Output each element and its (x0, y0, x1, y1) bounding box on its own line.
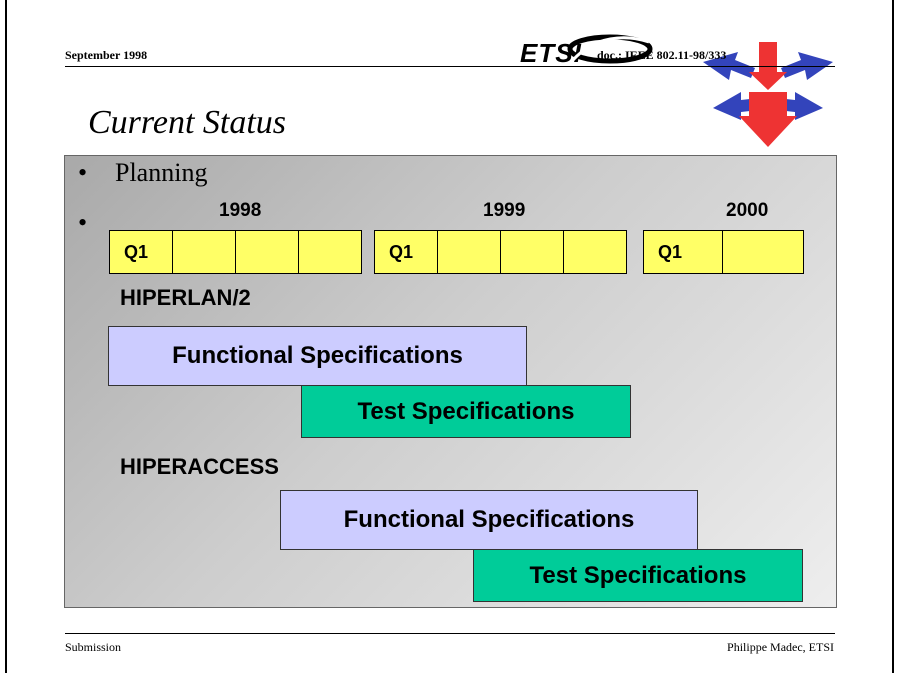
gantt-bar-hiperaccess-functional: Functional Specifications (280, 490, 698, 550)
quarter-cell: Q1 (643, 230, 723, 274)
section-label-hiperaccess: HIPERACCESS (120, 454, 279, 479)
year-label-1999: 1999 (483, 200, 526, 221)
quarter-cell (437, 230, 501, 274)
quarter-cell (563, 230, 627, 274)
gantt-bar-hiperaccess-test: Test Specifications (473, 549, 803, 602)
header-doc-number: doc.: IEEE 802.11-98/333 (597, 48, 727, 62)
slide-border (5, 0, 894, 673)
slide-title: Current Status (88, 104, 287, 141)
footer-author: Philippe Madec, ETSI (727, 640, 834, 654)
bullet-text-planning: Planning (115, 158, 208, 187)
header-rule (65, 66, 835, 67)
footer-rule (65, 633, 835, 634)
bullet-dot-2: • (78, 208, 88, 237)
quarter-cell (235, 230, 299, 274)
gantt-bar-hiperlan2-functional: Functional Specifications (108, 326, 527, 386)
quarter-group-1999: Q1 (374, 230, 627, 274)
quarter-group-1998: Q1 (109, 230, 362, 274)
year-label-2000: 2000 (726, 200, 769, 221)
bullet-dot-1: • (78, 158, 88, 187)
year-label-1998: 1998 (219, 200, 262, 221)
quarter-group-2000: Q1 (643, 230, 804, 274)
content-panel: • Planning • 1998 1999 2000 Q1 Q1 Q1 HIP… (64, 155, 837, 608)
header-date: September 1998 (65, 48, 148, 62)
quarter-cell (500, 230, 564, 274)
quarter-cell (172, 230, 236, 274)
quarter-cell: Q1 (374, 230, 438, 274)
quarter-cell (722, 230, 804, 274)
quarter-cell (298, 230, 362, 274)
gantt-bar-hiperlan2-test: Test Specifications (301, 385, 631, 438)
quarter-cell: Q1 (109, 230, 173, 274)
footer-submission: Submission (65, 640, 122, 654)
etsi-swoosh-icon (567, 34, 653, 64)
section-label-hiperlan2: HIPERLAN/2 (120, 285, 251, 310)
